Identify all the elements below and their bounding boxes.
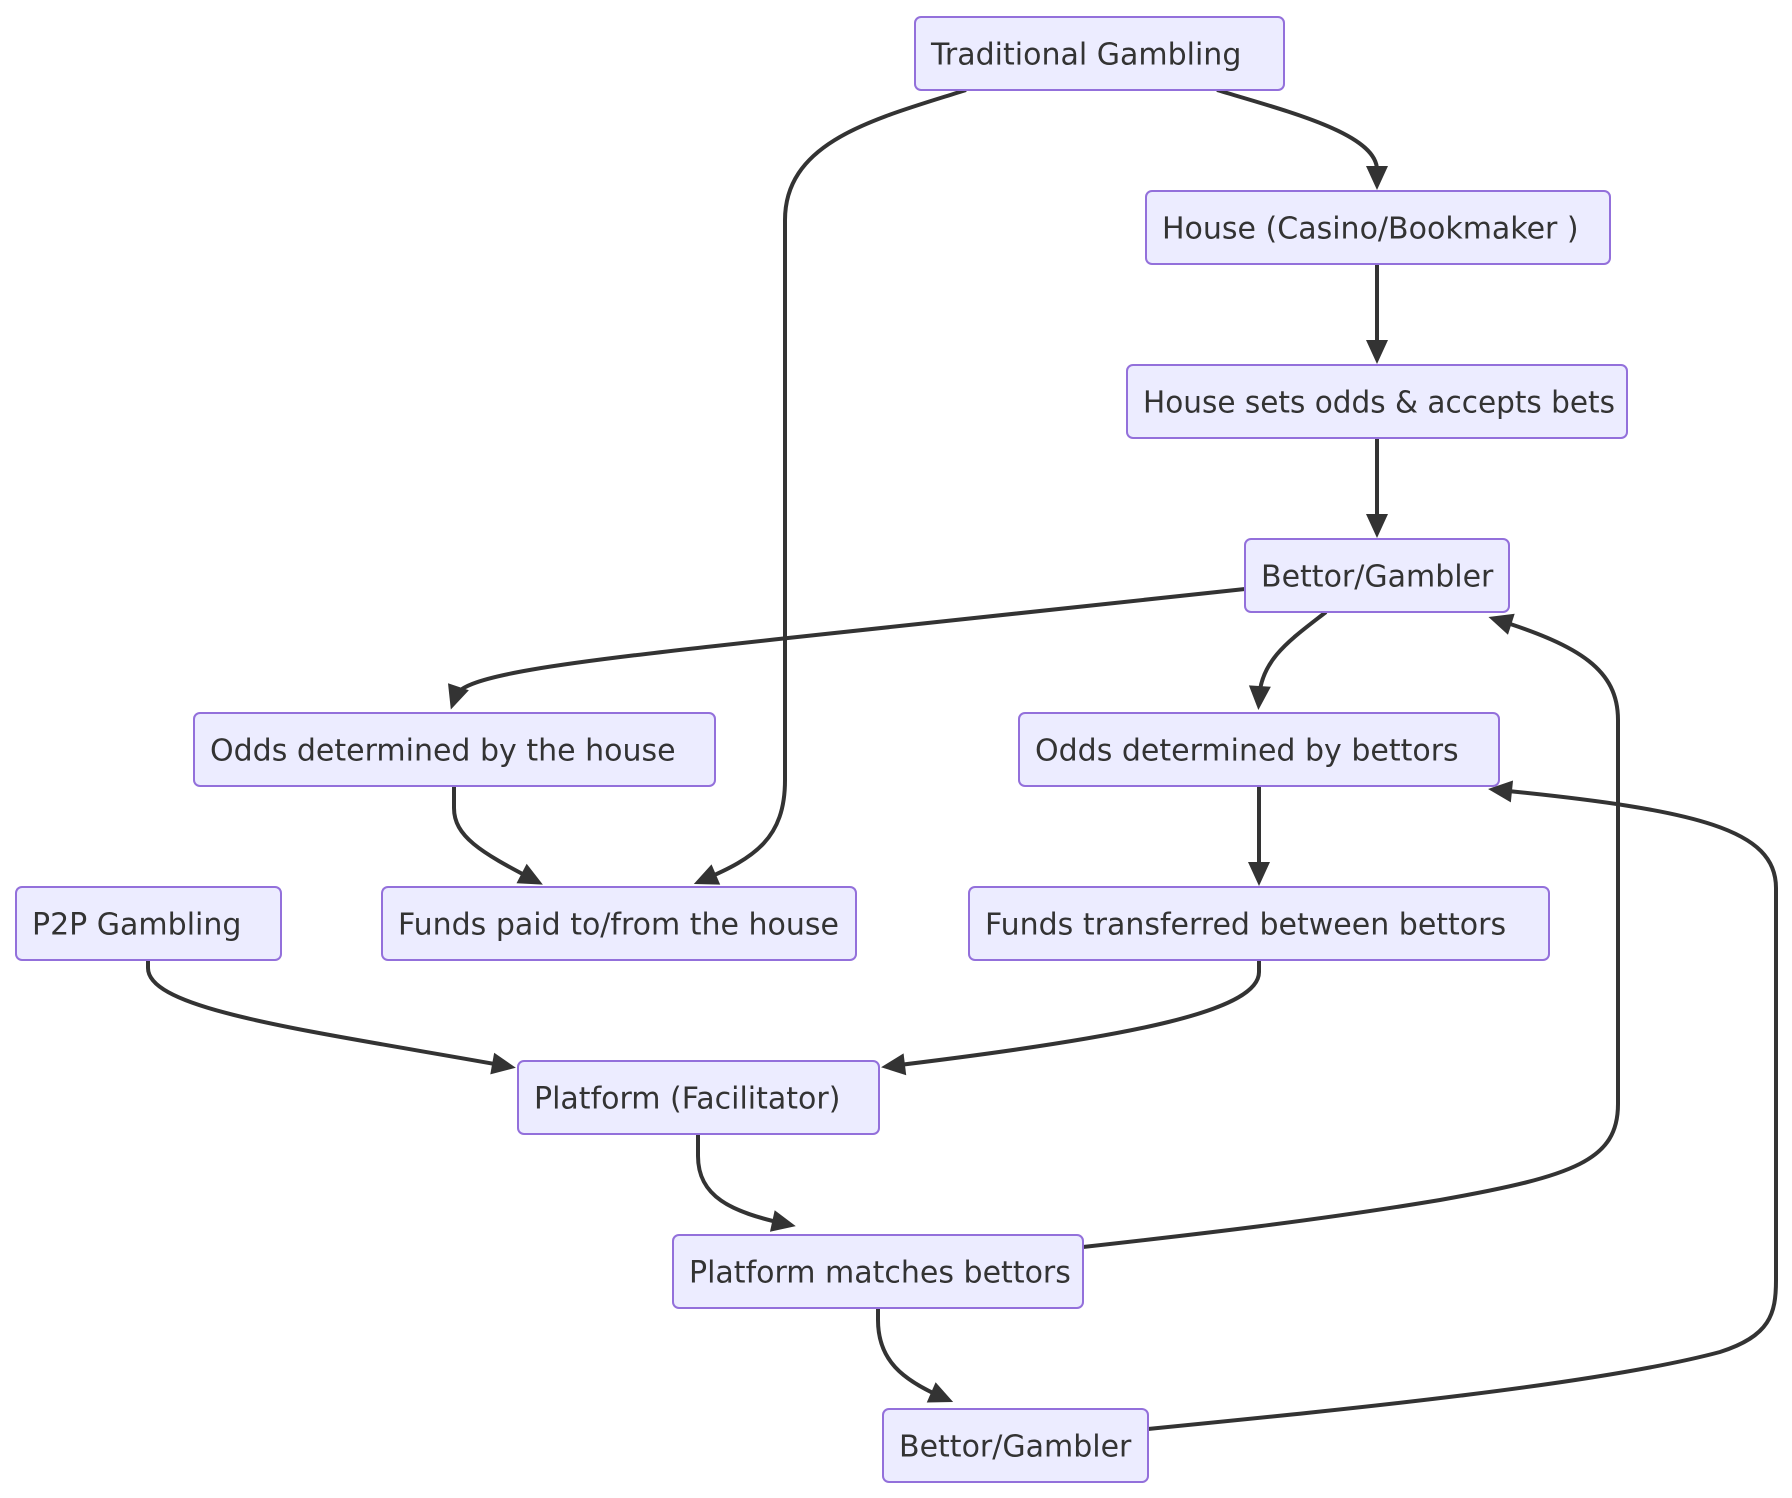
- edge-line: [876, 1308, 945, 1400]
- node-label: P2P Gambling: [32, 908, 241, 943]
- node-bettor1[interactable]: Bettor/Gambler: [1244, 538, 1510, 613]
- node-odds-bettors[interactable]: Odds determined by bettors: [1018, 712, 1500, 787]
- edge-platform-to-platform_matches: [696, 1134, 796, 1232]
- node-label: House sets odds & accepts bets: [1143, 386, 1615, 421]
- edge-line: [452, 587, 1246, 701]
- edge-line: [452, 786, 535, 882]
- edge-platform_matches-to-bettor2: [876, 1308, 954, 1403]
- node-label: House (Casino/Bookmaker ): [1162, 212, 1579, 247]
- edge-line: [1082, 618, 1620, 1249]
- edge-house_sets-to-bettor1: [1366, 438, 1388, 538]
- arrowhead-icon: [926, 1382, 954, 1403]
- arrowhead-icon: [1366, 166, 1388, 190]
- node-traditional[interactable]: Traditional Gambling: [914, 16, 1285, 91]
- arrowhead-icon: [448, 683, 469, 710]
- node-label: Bettor/Gambler: [1261, 560, 1494, 595]
- node-box: [193, 712, 716, 787]
- node-bettor2[interactable]: Bettor/Gambler: [882, 1408, 1149, 1483]
- edge-line: [1216, 88, 1379, 180]
- arrowhead-icon: [881, 1053, 907, 1076]
- node-box: [381, 886, 857, 961]
- edge-odds_bettors-to-funds_bettors: [1248, 786, 1270, 886]
- node-odds-house[interactable]: Odds determined by the house: [193, 712, 716, 787]
- edge-house-to-house_sets: [1366, 264, 1388, 364]
- node-box: [672, 1234, 1084, 1309]
- node-label: Funds transferred between bettors: [985, 908, 1506, 943]
- edge-traditional-to-house: [1216, 88, 1388, 190]
- edge-platform_matches-to-bettor1: [1082, 613, 1620, 1249]
- node-box: [1244, 538, 1510, 613]
- node-box: [1145, 190, 1611, 265]
- arrowhead-icon: [1488, 780, 1514, 803]
- edge-line: [696, 1134, 787, 1226]
- node-box: [517, 1060, 880, 1135]
- edges-layer: [146, 88, 1778, 1431]
- edge-funds_bettors-to-platform: [881, 960, 1261, 1076]
- node-platform-matches[interactable]: Platform matches bettors: [672, 1234, 1084, 1309]
- arrowhead-icon: [1248, 685, 1271, 710]
- node-funds-house[interactable]: Funds paid to/from the house: [381, 886, 857, 961]
- edge-odds_house-to-funds_house: [452, 786, 543, 885]
- node-box: [882, 1408, 1149, 1483]
- node-box: [1126, 364, 1628, 439]
- edge-traditional-to-funds_house: [693, 88, 967, 885]
- arrowhead-icon: [490, 1052, 516, 1075]
- node-box: [1018, 712, 1500, 787]
- arrowhead-icon: [1366, 340, 1388, 364]
- edge-p2p-to-platform: [146, 960, 516, 1075]
- arrowhead-icon: [1488, 613, 1515, 635]
- node-p2p[interactable]: P2P Gambling: [15, 886, 282, 961]
- node-label: Bettor/Gambler: [899, 1430, 1132, 1465]
- node-label: Odds determined by bettors: [1035, 734, 1459, 769]
- edge-line: [146, 960, 507, 1068]
- edge-bettor1-to-odds_house: [448, 587, 1246, 710]
- edge-bettor2-to-odds_bettors: [1147, 780, 1778, 1431]
- node-box: [914, 16, 1285, 91]
- node-label: Odds determined by the house: [210, 734, 676, 769]
- arrowhead-icon: [1366, 514, 1388, 538]
- node-house[interactable]: House (Casino/Bookmaker ): [1145, 190, 1611, 265]
- node-house-sets[interactable]: House sets odds & accepts bets: [1126, 364, 1628, 439]
- arrowhead-icon: [693, 864, 721, 885]
- arrowhead-icon: [1248, 862, 1270, 886]
- edge-line: [890, 960, 1261, 1068]
- node-label: Traditional Gambling: [930, 38, 1241, 73]
- node-label: Funds paid to/from the house: [398, 908, 839, 943]
- edge-line: [702, 88, 967, 882]
- node-label: Platform matches bettors: [689, 1256, 1071, 1291]
- edge-bettor1-to-odds_bettors: [1248, 610, 1328, 710]
- arrowhead-icon: [516, 863, 543, 885]
- node-platform[interactable]: Platform (Facilitator): [517, 1060, 880, 1135]
- edge-line: [1147, 788, 1778, 1431]
- node-box: [968, 886, 1550, 961]
- arrowhead-icon: [769, 1210, 796, 1232]
- node-label: Platform (Facilitator): [534, 1082, 840, 1117]
- node-box: [15, 886, 282, 961]
- node-funds-bettors[interactable]: Funds transferred between bettors: [968, 886, 1550, 961]
